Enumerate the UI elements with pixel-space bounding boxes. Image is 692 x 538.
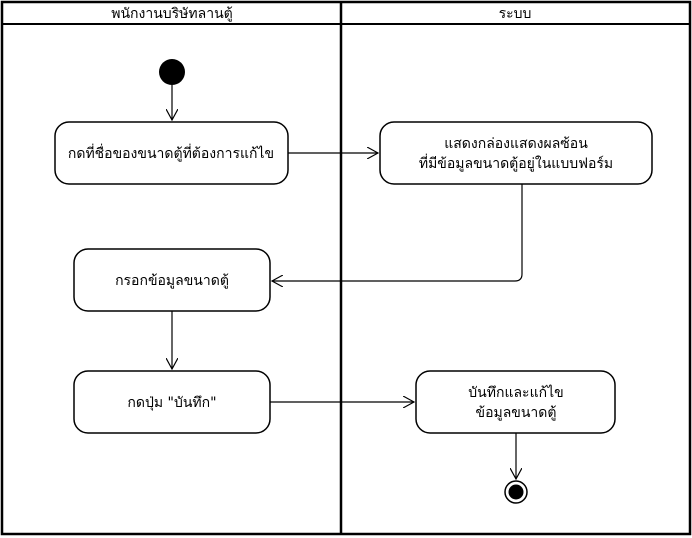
end-node-dot: [508, 484, 524, 500]
activity-show-popup-form[interactable]: แสดงกล่องแสดงผลซ้อน ที่มีข้อมูลขนาดตู้อย…: [379, 121, 653, 185]
transitions: [172, 85, 523, 479]
end-node: [504, 480, 528, 504]
activity-label-line1: บันทึกและแก้ไข: [468, 384, 563, 401]
activity-box: [379, 121, 653, 185]
activity-label-line2: ที่มีข้อมูลขนาดตู้อยู่ในแบบฟอร์ม: [419, 154, 613, 172]
activity-label: กรอกข้อมูลขนาดตู้: [115, 273, 229, 289]
activity-box: [415, 370, 616, 434]
start-node: [159, 59, 185, 85]
lane-title-employee: พนักงานบริษัทลานตู้: [111, 6, 233, 22]
activity-select-size[interactable]: กดที่ชื่อของขนาดตู้ที่ต้องการแก้ไข: [54, 121, 289, 185]
activity-enter-size-data[interactable]: กรอกข้อมูลขนาดตู้: [73, 248, 271, 312]
activity-press-save[interactable]: กดปุ่ม "บันทึก": [73, 370, 271, 434]
activity-label: กดปุ่ม "บันทึก": [127, 395, 216, 411]
activity-label: กดที่ชื่อของขนาดตู้ที่ต้องการแก้ไข: [68, 144, 274, 162]
lane-title-system: ระบบ: [499, 6, 532, 22]
activity-save-and-edit[interactable]: บันทึกและแก้ไข ข้อมูลขนาดตู้: [415, 370, 616, 434]
activity-label-line2: ข้อมูลขนาดตู้: [476, 405, 557, 421]
arrow-popup-to-enter: [272, 184, 523, 281]
activity-label-line1: แสดงกล่องแสดงผลซ้อน: [444, 136, 588, 152]
